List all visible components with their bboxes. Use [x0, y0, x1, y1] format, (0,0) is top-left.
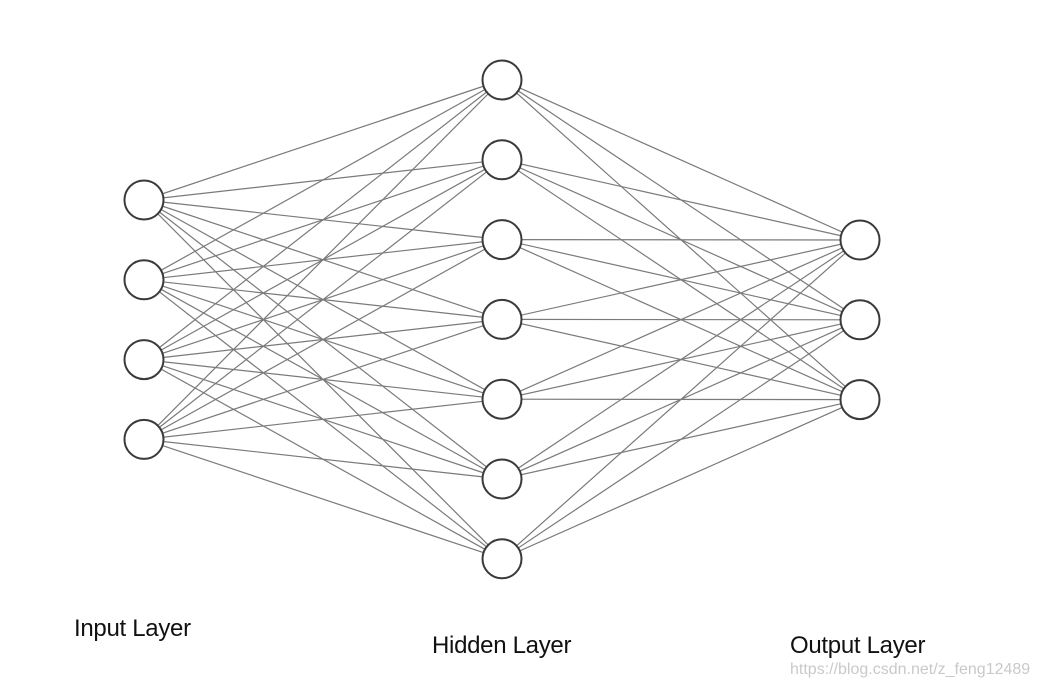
input-neuron-1: [123, 179, 165, 221]
edge-input-4-to-hidden-2: [143, 159, 503, 440]
hidden-layer-label: Hidden Layer: [432, 632, 572, 659]
edge-hidden-7-to-output-1: [501, 239, 861, 560]
hidden-neuron-7: [481, 538, 523, 580]
edge-hidden-5-to-output-1: [501, 239, 861, 400]
input-neuron-3: [123, 339, 165, 381]
input-neuron-2: [123, 259, 165, 301]
edge-input-2-to-hidden-1: [143, 79, 503, 281]
edge-input-4-to-hidden-7: [143, 438, 503, 560]
edge-hidden-4-to-output-1: [501, 239, 861, 320]
edge-input-4-to-hidden-4: [143, 318, 503, 440]
output-neuron-3: [839, 379, 881, 421]
hidden-neuron-1: [481, 59, 523, 101]
edge-input-1-to-hidden-1: [143, 79, 503, 201]
connections: [143, 79, 861, 560]
output-neuron-2: [839, 299, 881, 341]
edge-input-4-to-hidden-1: [143, 79, 503, 440]
output-neuron-1: [839, 219, 881, 261]
edge-input-3-to-hidden-1: [143, 79, 503, 361]
output-layer-label: Output Layer: [790, 632, 926, 659]
edge-hidden-2-to-output-1: [501, 159, 861, 241]
edge-hidden-7-to-output-3: [501, 399, 861, 560]
neurons: [123, 59, 881, 580]
hidden-neuron-6: [481, 458, 523, 500]
edge-hidden-6-to-output-1: [501, 239, 861, 480]
input-neuron-4: [123, 418, 165, 460]
hidden-neuron-2: [481, 139, 523, 181]
edge-input-4-to-hidden-3: [143, 239, 503, 440]
hidden-neuron-4: [481, 298, 523, 340]
edge-hidden-1-to-output-1: [501, 79, 861, 241]
watermark-url: https://blog.csdn.net/z_feng12489: [790, 661, 1031, 678]
edge-input-4-to-hidden-6: [143, 438, 503, 480]
hidden-neuron-3: [481, 219, 523, 261]
edge-hidden-7-to-output-2: [501, 319, 861, 560]
hidden-neuron-5: [481, 378, 523, 420]
edge-input-4-to-hidden-5: [143, 398, 503, 440]
input-layer-label: Input Layer: [74, 615, 191, 642]
